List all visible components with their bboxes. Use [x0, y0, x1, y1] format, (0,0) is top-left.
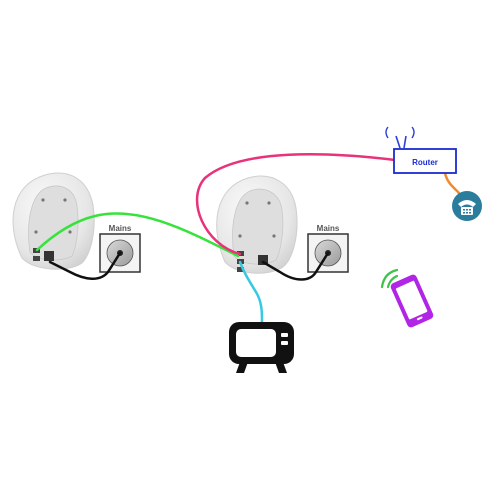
screw	[272, 234, 276, 238]
power-socket	[44, 251, 54, 261]
screw	[245, 201, 249, 205]
mains-outlet-left: Mains	[99, 224, 141, 273]
tv-leg	[236, 362, 248, 373]
screw	[34, 230, 38, 234]
lan-link-cable	[35, 212, 240, 258]
screw	[63, 198, 67, 202]
tv-icon	[229, 322, 294, 373]
screw	[41, 198, 45, 202]
smartphone-group	[380, 268, 434, 328]
adapter-back-panel	[28, 185, 79, 261]
powerline-adapter-right	[216, 175, 298, 274]
router-icon	[385, 126, 415, 149]
screw	[267, 201, 271, 205]
power-cable-right	[261, 251, 330, 281]
tv-link-cable	[238, 260, 264, 324]
ethernet-port	[237, 267, 244, 272]
cables	[35, 152, 466, 324]
screw	[68, 230, 72, 234]
power-cable-left	[48, 251, 122, 280]
outlet-label: Mains	[317, 224, 340, 233]
tv-screen	[236, 329, 276, 357]
mains-outlet-right: Mains	[307, 224, 349, 273]
handset	[458, 200, 476, 207]
wifi-icon	[380, 268, 399, 289]
phone-screen	[395, 280, 428, 320]
telephone-icon	[452, 191, 482, 221]
ethernet-port	[33, 256, 40, 261]
phone-button	[416, 316, 423, 321]
router-link-cable	[195, 152, 397, 256]
outlet-label: Mains	[109, 224, 132, 233]
phone-base	[461, 207, 473, 215]
telephone-badge	[452, 191, 482, 221]
router-label: Router	[412, 158, 438, 167]
screw	[238, 234, 242, 238]
tv-leg	[275, 362, 287, 373]
router: Router	[385, 126, 457, 174]
powerline-adapter-left	[12, 172, 95, 270]
router-box	[393, 148, 457, 174]
power-socket	[258, 255, 268, 265]
tv-knob	[281, 333, 288, 337]
tv-knob	[281, 341, 288, 345]
smartphone-icon	[390, 274, 434, 328]
